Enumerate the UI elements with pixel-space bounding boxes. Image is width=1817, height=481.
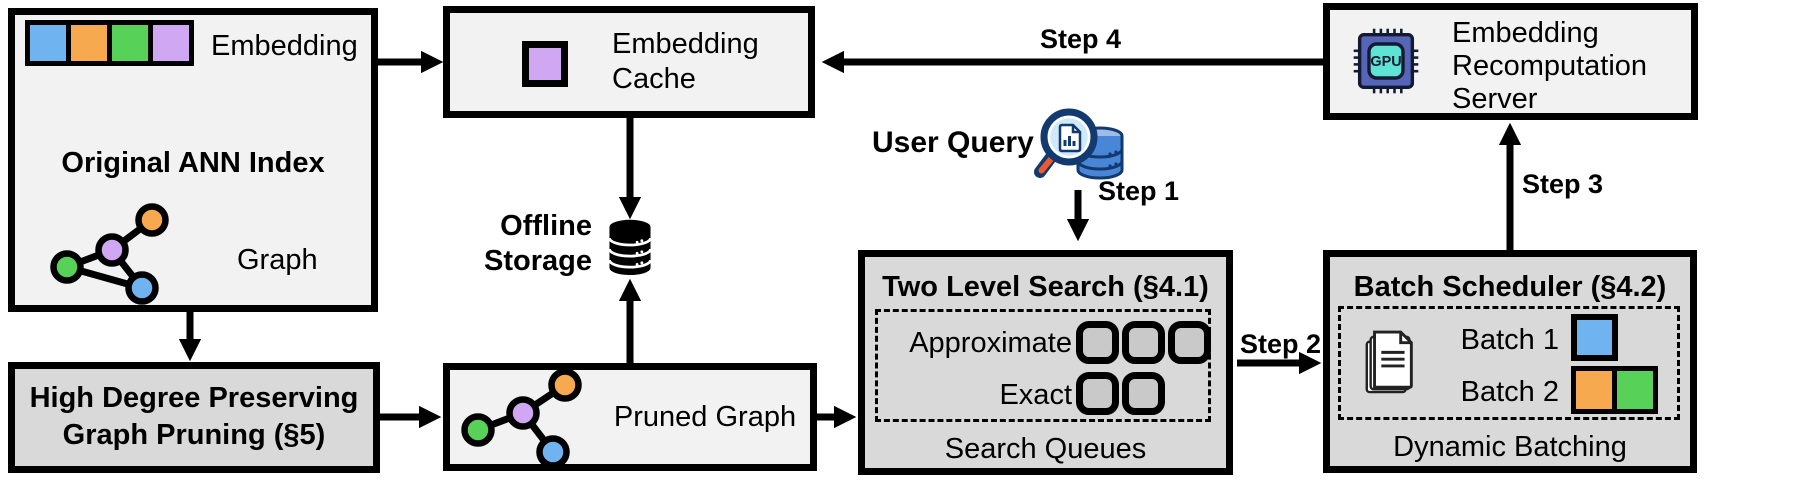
queue-slot [1122,321,1165,364]
graph-node-purple [95,233,129,267]
batch-scheduler-box: Batch Scheduler (§4.2) Batch 1 Batch 2 [1323,250,1697,473]
graph-node-green [50,250,84,284]
dynamic-batching-panel: Batch 1 Batch 2 [1338,306,1680,420]
queue-slot [1076,372,1119,415]
batch-scheduler-title: Batch Scheduler (§4.2) [1353,271,1667,303]
dynamic-batching-label: Dynamic Batching [1393,431,1627,463]
server-label-line1: Embedding [1452,17,1599,49]
exact-queue-row [1076,372,1165,415]
step-4-label: Step 4 [1040,24,1122,54]
step-1-label: Step 1 [1098,176,1180,206]
embedding-label: Embedding [211,30,358,62]
embedding-cell-blue [30,25,66,61]
queue-slot [1076,321,1119,364]
ann-graph-icon [50,203,169,305]
batch-2-items [1571,366,1658,414]
queue-slot [1168,321,1211,364]
documents-icon [1365,330,1413,394]
graph-node-green [461,413,495,447]
gpu-chip-label: GPU [1370,54,1401,70]
search-queues-panel: Approximate Exact [875,309,1211,422]
original-ann-index-box: Embedding Original ANN Index Graph [8,8,378,312]
graph-node-orange [548,368,582,402]
cached-embedding-icon [522,41,568,87]
pruned-graph-icon [461,368,582,469]
embedding-vector-icon [25,20,194,66]
gpu-chip-icon: GPU [1353,28,1419,94]
pruned-graph-label: Pruned Graph [613,401,797,433]
batch-2-item-orange [1576,371,1612,409]
embedding-cache-box: Embedding Cache [443,6,815,118]
two-level-search-title: Two Level Search (§4.1) [882,271,1209,303]
database-icon [608,219,652,276]
ann-index-title: Original ANN Index [61,147,325,179]
recomputation-server-box: GPU Embedding Recomputation Server [1323,3,1698,120]
graph-node-orange [135,203,169,237]
pruned-graph-box: Pruned Graph [443,363,817,471]
server-label-line3: Server [1452,83,1538,115]
two-level-search-box: Two Level Search (§4.1) Approximate Exac… [858,250,1233,475]
batch-1-item-blue [1571,314,1618,361]
query-search-icon [1034,108,1124,180]
embedding-cell-orange [71,25,107,61]
queue-slot [1122,372,1165,415]
batch-2-item-green [1617,371,1653,409]
approximate-label: Approximate [909,327,1072,359]
step-3-label: Step 3 [1522,169,1604,199]
batch-2-label: Batch 2 [1460,376,1559,408]
user-query-label: User Query [872,126,1034,159]
server-label-line2: Recomputation [1452,50,1648,82]
embedding-cache-label-line2: Cache [612,63,696,95]
graph-node-blue [125,271,159,305]
embedding-cell-green [112,25,148,61]
step-2-label: Step 2 [1240,329,1322,359]
exact-label: Exact [999,379,1072,411]
graph-node-purple [506,396,540,430]
graph-pruning-title-line2: Graph Pruning (§5) [62,419,326,451]
graph-pruning-title-line1: High Degree Preserving [29,382,359,414]
graph-label: Graph [237,244,318,276]
graph-node-blue [536,435,570,469]
batch-1-label: Batch 1 [1460,324,1559,356]
embedding-cache-label-line1: Embedding [612,28,759,60]
graph-pruning-box: High Degree Preserving Graph Pruning (§5… [8,362,380,473]
search-queues-label: Search Queues [944,433,1147,465]
offline-storage-label: Offline Storage [484,210,592,277]
embedding-cell-purple [153,25,189,61]
approximate-queue-row [1076,321,1211,364]
